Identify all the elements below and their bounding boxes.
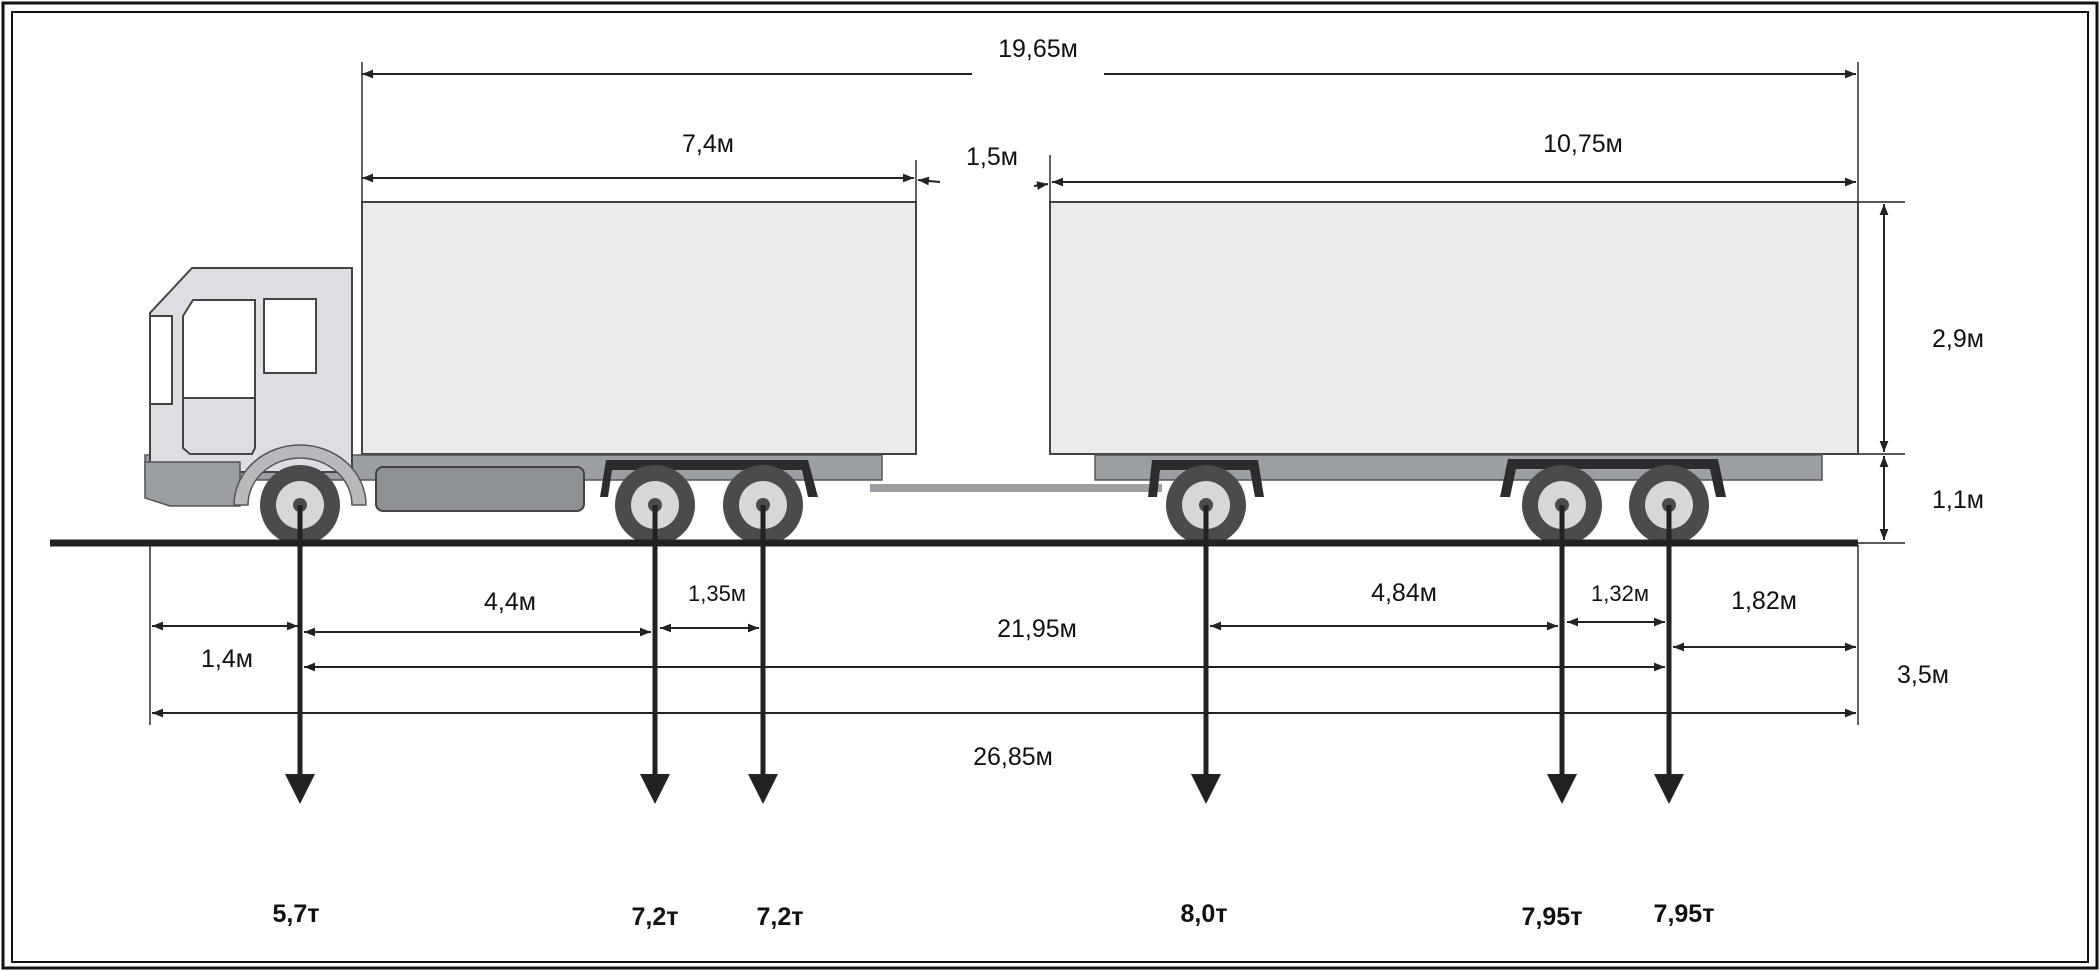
dim-gap-left <box>917 176 941 186</box>
label-front-overhang: 1,4м <box>201 645 253 673</box>
dim-gap-right <box>1033 181 1049 190</box>
label-rear-overhang: 1,82м <box>1731 587 1797 615</box>
axle-loads: 5,7т 7,2т 7,2т 8,0т 7,95т 7,95т <box>273 505 1715 931</box>
label-truck-axle-spread: 1,35м <box>688 581 746 606</box>
label-overall-length: 26,85м <box>973 743 1053 771</box>
load-arrow-head-3 <box>748 774 778 804</box>
cab-rear-window <box>263 298 317 374</box>
load-arrow-head-4 <box>1191 774 1221 804</box>
load-arrow-head-1 <box>285 774 315 804</box>
cab-door <box>182 398 256 455</box>
axle-load-label-2: 7,2т <box>632 903 679 931</box>
trailer <box>1049 201 1859 497</box>
label-overall-body-length: 19,65м <box>998 35 1078 63</box>
dimension-labels: 19,65м 7,4м 1,5м 10,75м 2,9м 1,1м 3,5м 1… <box>201 35 1984 771</box>
cab-door-window <box>182 299 256 399</box>
axle-load-label-4: 8,0т <box>1181 900 1228 928</box>
cab-bumper <box>144 461 241 507</box>
axle-load-label-1: 5,7т <box>273 900 320 928</box>
dimension-arrows <box>152 69 1889 718</box>
truck <box>144 201 917 512</box>
axle-load-label-3: 7,2т <box>757 903 804 931</box>
load-arrow-head-5 <box>1547 774 1577 804</box>
axle-load-label-5: 7,95т <box>1522 903 1583 931</box>
load-arrow-head-6 <box>1654 774 1684 804</box>
cab-side-window <box>149 315 173 405</box>
trailer-cargo-body <box>1049 201 1859 455</box>
truck-cargo-body <box>361 201 917 455</box>
label-trailer-body-length: 10,75м <box>1543 130 1623 158</box>
label-truck-body-length: 7,4м <box>682 130 734 158</box>
inner-frame <box>11 11 2089 963</box>
axle-load-label-6: 7,95т <box>1654 900 1715 928</box>
trailer-front-mudguard <box>1148 460 1264 497</box>
label-truck-wheelbase: 4,4м <box>484 588 536 616</box>
drawbar <box>870 484 1162 492</box>
label-trailer-wheelbase: 4,84м <box>1371 579 1437 607</box>
label-total-height: 3,5м <box>1897 661 1949 689</box>
label-first-to-last-axle: 21,95м <box>997 615 1077 643</box>
label-trailer-axle-spread: 1,32м <box>1591 581 1649 606</box>
label-floor-height: 1,1м <box>1932 486 1984 514</box>
load-arrow-head-2 <box>640 774 670 804</box>
label-coupling-gap: 1,5м <box>966 143 1018 171</box>
label-body-height: 2,9м <box>1932 325 1984 353</box>
front-fender <box>233 444 367 506</box>
side-tank <box>375 466 585 512</box>
